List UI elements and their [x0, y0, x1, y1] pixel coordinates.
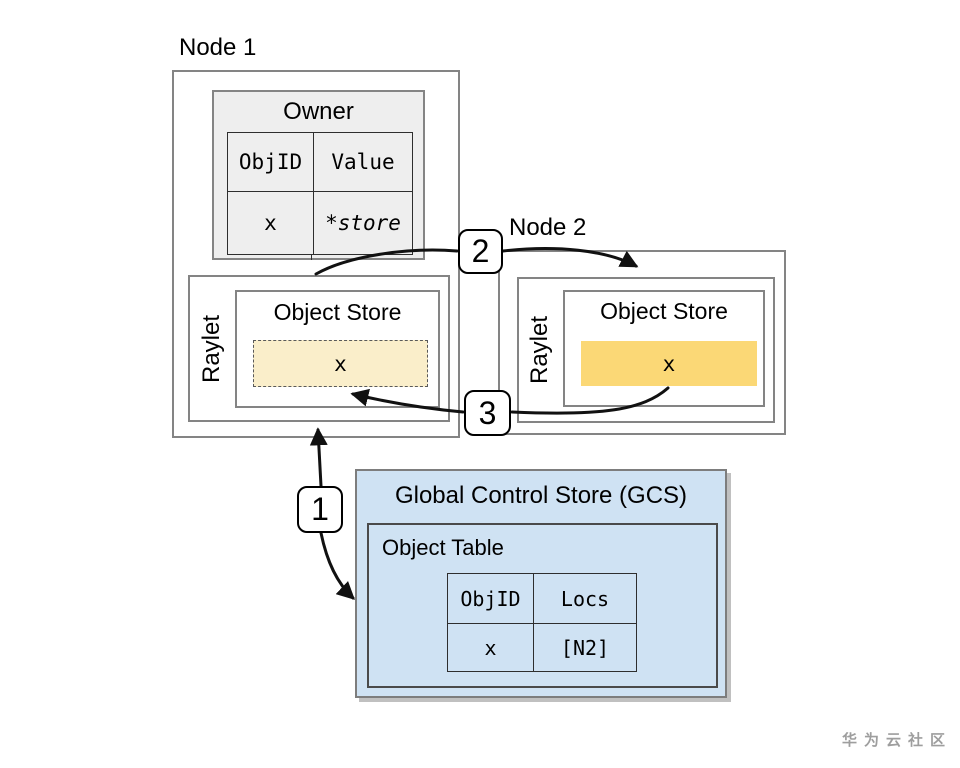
step-badge-2: 2: [458, 229, 503, 274]
gcs-title: Global Control Store (GCS): [394, 482, 688, 509]
owner-title: Owner: [283, 98, 354, 125]
gcs-object-table-panel: [367, 523, 718, 688]
owner-panel: [212, 90, 425, 260]
owner-table-header-objid: ObjID: [238, 150, 303, 174]
node1-raylet-label: Raylet: [198, 314, 225, 383]
owner-table-cell-objid: x: [228, 191, 313, 254]
watermark: 华为云社区: [841, 732, 952, 749]
step-badge-1: 1: [297, 486, 343, 533]
owner-table-cell-value: *store: [313, 191, 412, 254]
node2-raylet-label: Raylet: [526, 315, 553, 385]
node1-label: Node 1: [179, 34, 257, 61]
owner-table-header-value: Value: [313, 133, 412, 191]
arrow-step1-to-gcs: [319, 531, 355, 600]
gcs-table-cell-locs: [N2]: [533, 623, 636, 671]
node2-raylet-label-wrap: Raylet: [517, 277, 563, 423]
gcs-table-cell-objid: x: [448, 623, 533, 671]
step-badge-3: 3: [464, 390, 511, 436]
gcs-object-table-label: Object Table: [382, 535, 504, 560]
gcs-table: ObjID Locs x [N2]: [447, 573, 637, 672]
node1-object-store-title: Object Store: [273, 299, 402, 325]
node2-label: Node 2: [509, 214, 587, 241]
node2-object-x-committed: x: [581, 341, 757, 386]
gcs-table-header-locs: Locs: [533, 574, 636, 623]
owner-table: ObjID Value x *store: [227, 132, 413, 255]
node1-raylet-label-wrap: Raylet: [188, 275, 236, 422]
node2-object-store-title: Object Store: [600, 298, 728, 324]
owner-table-divider-extension: [311, 255, 312, 260]
node1-object-x-pending: x: [253, 340, 428, 387]
arrow-step1-to-raylet: [309, 427, 328, 488]
gcs-table-header-objid: ObjID: [460, 586, 521, 611]
